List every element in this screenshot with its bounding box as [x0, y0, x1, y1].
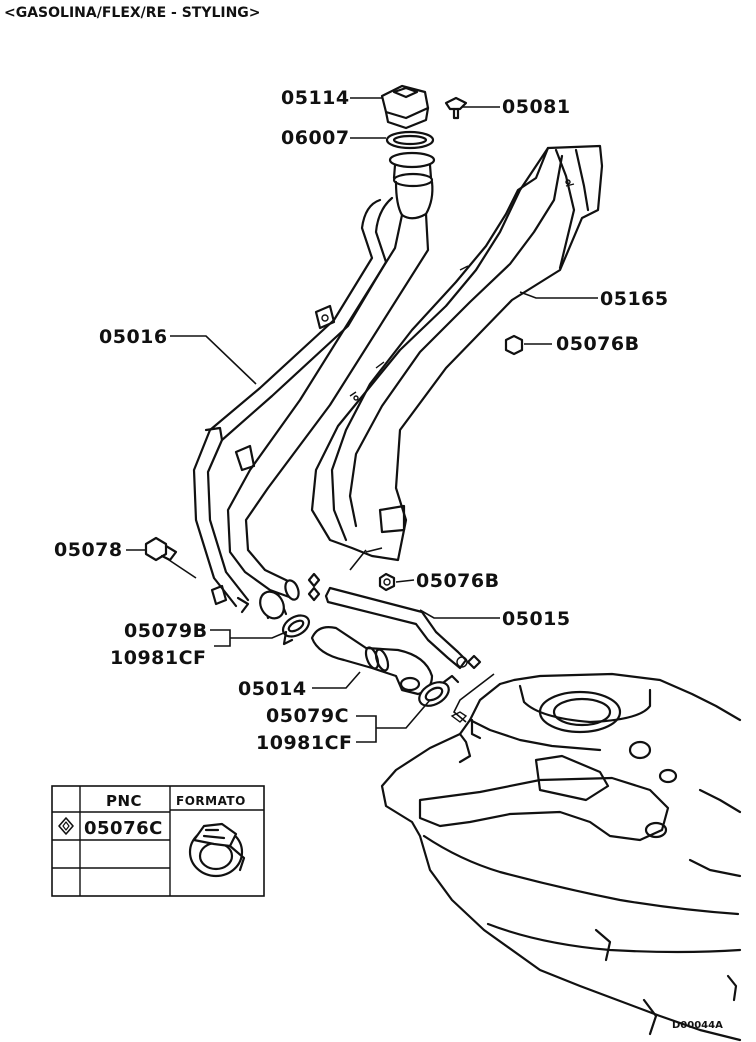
fuel-door-clip-drawing[interactable]: [444, 96, 468, 120]
hose-clamp-icon: [188, 822, 246, 878]
bolt-05076b-top-drawing[interactable]: [504, 334, 524, 356]
legend-header-pnc: PNC: [106, 792, 142, 810]
drawing-code: D00044A: [672, 1020, 723, 1031]
callout-05014: 05014: [238, 678, 307, 700]
bolt-05076b-mid-drawing[interactable]: [378, 572, 396, 592]
filler-gasket-drawing[interactable]: [385, 130, 435, 150]
filler-protector-drawing[interactable]: [310, 144, 604, 562]
diamond-marker-1: [307, 572, 321, 602]
legend-row-1-pnc: 05076C: [84, 818, 163, 839]
callout-05081: 05081: [502, 96, 571, 118]
callout-06007: 06007: [281, 127, 350, 149]
callout-10981cf-a: 10981CF: [110, 647, 207, 669]
hose-clamp-05079c-drawing[interactable]: [415, 674, 460, 711]
callout-05114: 05114: [281, 87, 350, 109]
callout-05079c: 05079C: [266, 705, 349, 727]
fuel-cap-drawing[interactable]: [380, 84, 430, 130]
callout-05165: 05165: [600, 288, 669, 310]
filler-hose-drawing[interactable]: [310, 626, 434, 696]
diamond-marker-2: [466, 654, 482, 670]
callout-10981cf-b: 10981CF: [256, 732, 353, 754]
callout-05076b-mid: 05076B: [416, 570, 500, 592]
diamond-symbol-icon: [58, 817, 74, 835]
callout-05016: 05016: [99, 326, 168, 348]
bolt-05078-drawing[interactable]: [144, 536, 178, 562]
callout-05015: 05015: [502, 608, 571, 630]
diagram-header: <GASOLINA/FLEX/RE - STYLING>: [4, 5, 261, 21]
filler-neck-pipe-drawing[interactable]: [192, 151, 436, 623]
leader-lines: [126, 97, 598, 743]
callout-05076b-top: 05076B: [556, 333, 640, 355]
callout-05078: 05078: [54, 539, 123, 561]
legend-header-format: FORMATO: [176, 794, 246, 808]
callout-05079b: 05079B: [124, 620, 208, 642]
fuel-tank-drawing: [380, 672, 742, 1042]
hose-clamp-05079b-drawing[interactable]: [279, 611, 312, 646]
